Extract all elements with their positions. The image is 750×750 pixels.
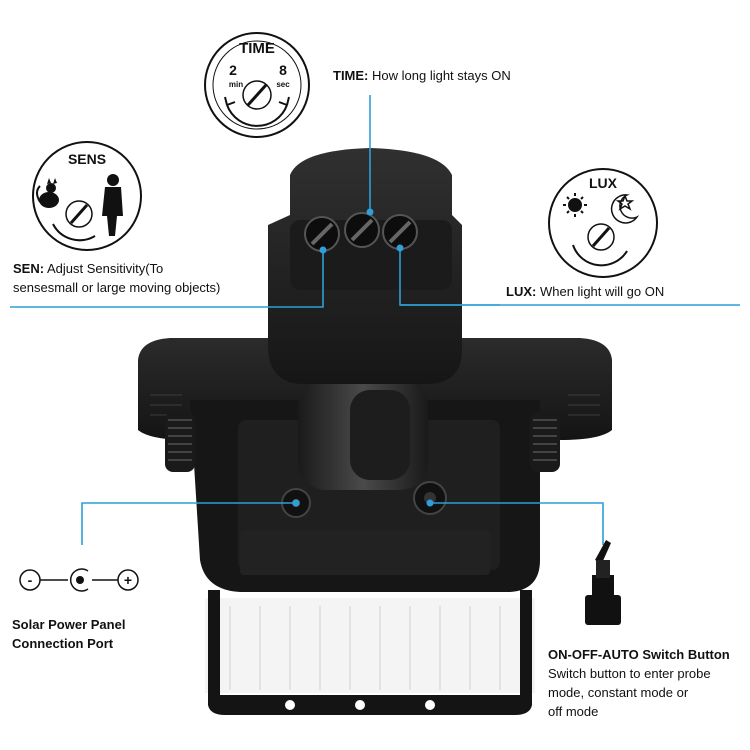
sensor-dials [304, 212, 418, 252]
port-caption-line2: Connection Port [12, 636, 114, 651]
lux-caption: LUX: When light will go ON [506, 282, 664, 301]
svg-text:LUX: LUX [589, 175, 618, 191]
leader-port [81, 502, 296, 545]
sen-caption-line1: Adjust Sensitivity(To [46, 261, 164, 276]
cat-silhouette-icon [36, 178, 59, 208]
svg-text:2: 2 [229, 62, 237, 78]
leader-lines [10, 95, 740, 545]
left-knob [165, 412, 195, 472]
moon-icon [610, 193, 640, 224]
svg-text:sec: sec [276, 80, 290, 89]
sen-caption-line2: sensesmall or large moving objects) [13, 280, 221, 295]
port-plus-symbol: + [124, 572, 132, 588]
port-caption: Solar Power Panel Connection Port [12, 615, 192, 653]
svg-text:TIME: TIME [239, 40, 275, 57]
port-minus-symbol: - [28, 572, 33, 588]
time-caption-key: TIME: [333, 68, 369, 83]
sens-dial-icon: SENS [32, 141, 142, 251]
time-dial-icon: TIME 2 min 8 sec [204, 32, 310, 138]
bottom-plate [240, 530, 490, 575]
time-caption-text: How long light stays ON [372, 68, 511, 83]
mount-bracket [208, 590, 532, 715]
sen-caption: SEN: Adjust Sensitivity(To sensesmall or… [13, 259, 313, 297]
led-ribs [229, 606, 501, 690]
sun-icon [563, 193, 587, 217]
lux-caption-key: LUX: [506, 284, 537, 299]
toggle-switch-icon [585, 540, 621, 625]
port-caption-line1: Solar Power Panel [12, 617, 126, 632]
svg-text:8: 8 [279, 62, 287, 78]
port-polarity-symbol [19, 568, 139, 592]
switch-caption-line3: off mode [548, 704, 599, 719]
switch-caption-line2: mode, constant mode or [548, 685, 689, 700]
svg-text:min: min [229, 80, 243, 89]
right-knob [530, 412, 560, 472]
person-silhouette-icon [102, 174, 123, 236]
lux-caption-text: When light will go ON [539, 284, 665, 299]
leader-switch [430, 502, 604, 545]
sen-caption-key: SEN: [13, 261, 45, 276]
switch-caption-line1: Switch button to enter probe [548, 666, 711, 681]
led-face [205, 598, 535, 693]
time-caption: TIME: How long light stays ON [333, 66, 511, 85]
switch-caption: ON-OFF-AUTO Switch Button Switch button … [548, 645, 748, 721]
leader-sen [10, 250, 324, 308]
lux-dial-icon: LUX [548, 168, 658, 278]
svg-text:SENS: SENS [68, 151, 106, 167]
switch-caption-title: ON-OFF-AUTO Switch Button [548, 647, 730, 662]
